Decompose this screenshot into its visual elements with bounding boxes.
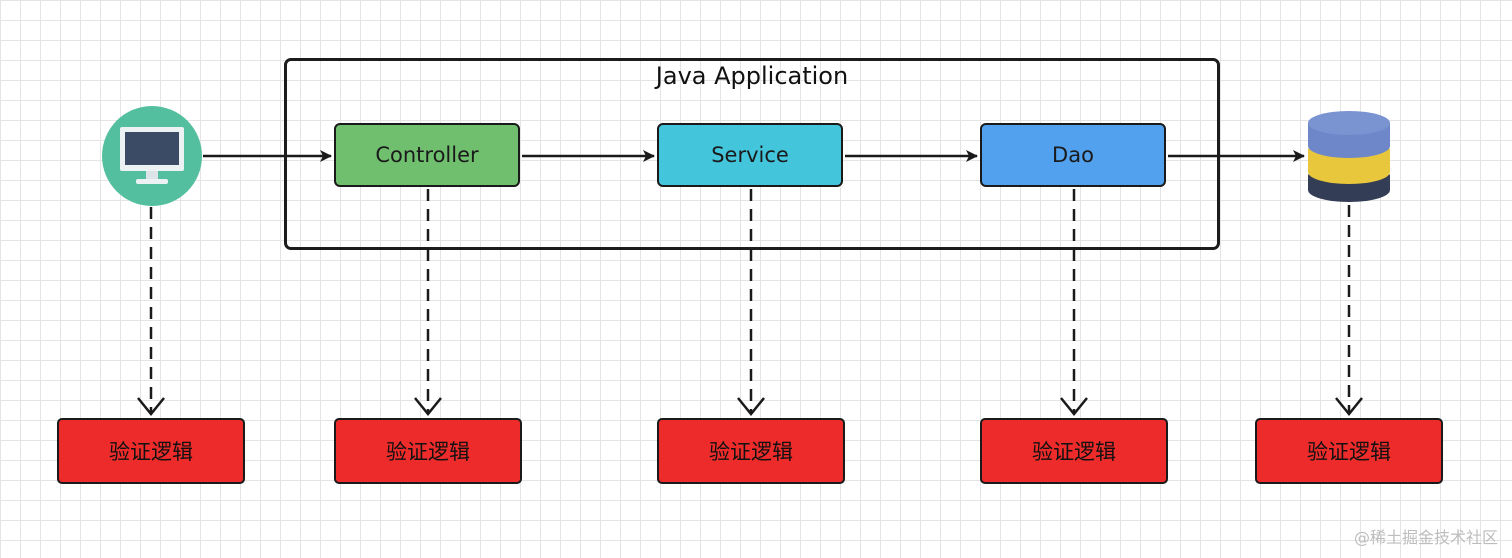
validation-box-client: 验证逻辑 — [57, 418, 245, 484]
java-application-container — [284, 58, 1220, 250]
controller-box: Controller — [334, 123, 520, 187]
monitor-icon — [102, 106, 202, 206]
validation-box-service: 验证逻辑 — [657, 418, 845, 484]
dao-box: Dao — [980, 123, 1166, 187]
dashed-arrows — [137, 189, 1363, 416]
dashed-arrow-head-client — [137, 397, 165, 416]
validation-box-controller: 验证逻辑 — [334, 418, 522, 484]
validation-box-dao: 验证逻辑 — [980, 418, 1168, 484]
dashed-arrow-head-controller — [414, 397, 442, 416]
dashed-arrow-head-database — [1335, 397, 1363, 416]
container-title: Java Application — [655, 62, 849, 90]
database-icon — [1308, 111, 1390, 202]
dashed-arrow-head-service — [737, 397, 765, 416]
dashed-arrow-head-dao — [1060, 397, 1088, 416]
watermark: @稀土掘金技术社区 — [1353, 528, 1498, 547]
validation-box-database: 验证逻辑 — [1255, 418, 1443, 484]
service-box: Service — [657, 123, 843, 187]
